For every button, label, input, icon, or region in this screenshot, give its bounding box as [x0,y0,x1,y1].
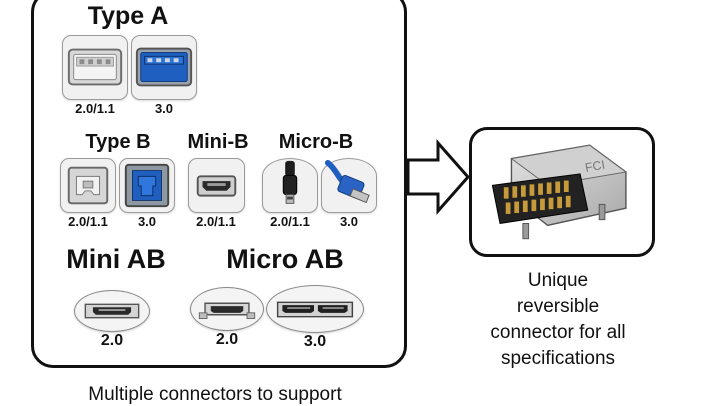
caption-line: connector for all [490,322,626,343]
micro-b-2-label: 2.0/1.1 [270,214,310,229]
micro-b-3-label: 3.0 [339,214,359,229]
micro-b-title: Micro-B [278,131,354,153]
usb-a-2-icon [62,35,128,100]
micro-b-3-icon [321,158,377,213]
caption-line: specifications [500,348,616,369]
mini-b-icon [188,158,245,213]
micro-ab-title: Micro AB [226,244,344,274]
usb-c-caption: Unique reversible connector for all spec… [455,268,661,372]
usb-a-3-icon [131,35,197,100]
usb-b-2-icon [60,158,116,213]
mini-b-2-label: 2.0/1.1 [196,214,236,229]
caption-line: Unique [527,270,589,291]
micro-ab-3-icon [266,285,364,333]
mini-b-title: Mini-B [187,131,249,153]
type-a-3-label: 3.0 [154,101,174,116]
mini-ab-2-label: 2.0 [100,332,124,349]
micro-b-2-icon [262,158,318,213]
left-caption: Multiple connectors to support [88,384,342,405]
micro-ab-3-label: 3.0 [303,333,327,350]
usb-c-icon: FCI [491,144,628,240]
micro-ab-2-icon [190,287,264,331]
chip-mark: FCI [584,158,606,175]
mini-ab-title: Mini AB [66,244,166,274]
type-b-title: Type B [85,131,151,153]
caption-line: reversible [516,296,600,317]
type-b-3-label: 3.0 [137,214,157,229]
type-a-2-label: 2.0/1.1 [75,101,115,116]
usb-c-panel: FCI [469,127,655,257]
micro-ab-2-label: 2.0 [215,331,239,348]
arrow-right-icon [405,138,473,216]
mini-ab-icon [74,290,150,332]
type-a-title: Type A [87,2,169,30]
type-b-2-label: 2.0/1.1 [68,214,108,229]
usb-b-3-icon [119,158,175,213]
